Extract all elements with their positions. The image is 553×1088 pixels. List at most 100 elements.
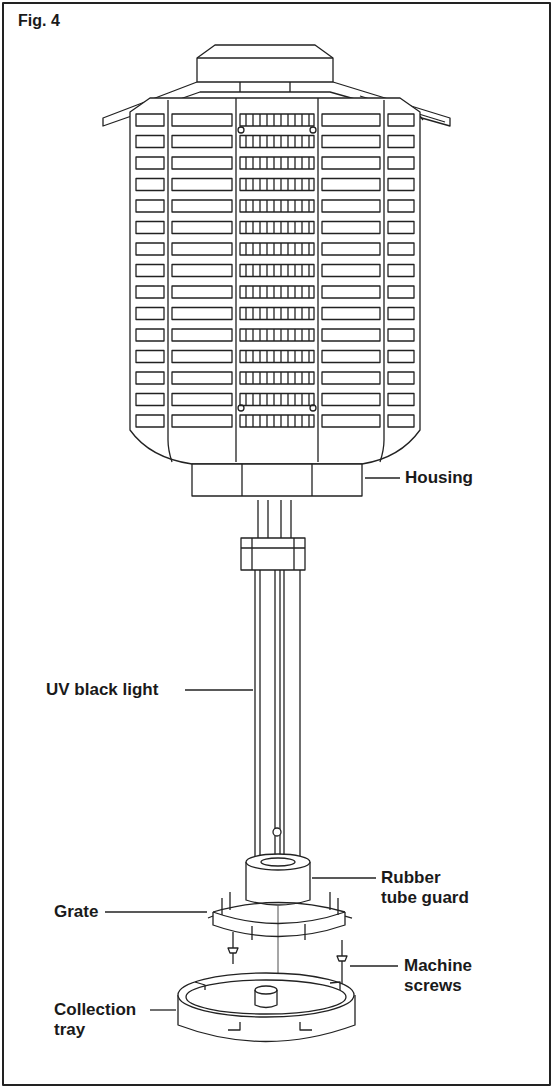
part-label: Machine screws bbox=[404, 956, 494, 996]
grille-bar bbox=[266, 351, 267, 363]
grille-bar bbox=[266, 265, 267, 277]
grille-slat bbox=[172, 351, 232, 363]
grille-bar bbox=[301, 415, 302, 427]
grille-bar bbox=[259, 114, 260, 126]
grille-bar bbox=[301, 222, 302, 234]
grille-slat bbox=[388, 308, 414, 320]
grille-bar bbox=[280, 179, 281, 191]
grille-bar bbox=[294, 351, 295, 363]
grille-bar bbox=[280, 415, 281, 427]
figure-title: Fig. 4 bbox=[18, 12, 60, 30]
grille-slat bbox=[388, 286, 414, 298]
grille-bar bbox=[280, 372, 281, 384]
grille-bar bbox=[245, 415, 246, 427]
grille-bar bbox=[294, 200, 295, 212]
housing-collar bbox=[192, 464, 362, 496]
grille-bar bbox=[308, 329, 309, 341]
roof bbox=[103, 45, 450, 126]
grille-bar bbox=[294, 265, 295, 277]
grille-bar bbox=[301, 394, 302, 406]
grille-bar bbox=[294, 136, 295, 148]
grille-bar bbox=[259, 265, 260, 277]
grille-bar bbox=[280, 136, 281, 148]
grille-slat bbox=[136, 286, 164, 298]
grille-bar bbox=[308, 200, 309, 212]
grille-bar bbox=[294, 415, 295, 427]
leader-line bbox=[365, 477, 400, 478]
grille-slat bbox=[388, 351, 414, 363]
grille-bar bbox=[245, 157, 246, 169]
grille-bar bbox=[259, 136, 260, 148]
grille-bar bbox=[266, 329, 267, 341]
grille-slat bbox=[388, 243, 414, 255]
leader-line bbox=[312, 877, 376, 878]
grille-bar bbox=[301, 114, 302, 126]
grille-slat bbox=[322, 351, 380, 363]
grille-bar bbox=[273, 222, 274, 234]
grille-bar bbox=[259, 200, 260, 212]
grille-bar bbox=[280, 114, 281, 126]
grille-bar bbox=[287, 351, 288, 363]
grille-bar bbox=[287, 308, 288, 320]
grille-bar bbox=[259, 329, 260, 341]
grille-bar bbox=[266, 200, 267, 212]
grille-bar bbox=[308, 136, 309, 148]
grille-slat bbox=[388, 394, 414, 406]
grille-bar bbox=[308, 157, 309, 169]
grille-bar bbox=[252, 222, 253, 234]
uv-black-light bbox=[241, 500, 305, 862]
grille-bar bbox=[301, 157, 302, 169]
part-label: UV black light bbox=[46, 680, 186, 700]
grille-bar bbox=[280, 308, 281, 320]
grille-slat bbox=[240, 265, 314, 277]
grille-slat bbox=[240, 179, 314, 191]
grille-bar bbox=[308, 351, 309, 363]
grille-slat bbox=[322, 114, 380, 126]
grille-slat bbox=[240, 394, 314, 406]
grille-slat bbox=[136, 136, 164, 148]
grille-bar bbox=[301, 243, 302, 255]
grille-slat bbox=[322, 222, 380, 234]
grille-bar bbox=[266, 415, 267, 427]
grille-bar bbox=[259, 179, 260, 191]
grille-bar bbox=[252, 329, 253, 341]
grille-slat bbox=[240, 286, 314, 298]
grille-slat bbox=[322, 243, 380, 255]
grille-slat bbox=[136, 243, 164, 255]
grille-slat bbox=[240, 136, 314, 148]
grille-slat bbox=[240, 157, 314, 169]
grille-slat bbox=[172, 265, 232, 277]
grille-bar bbox=[266, 222, 267, 234]
grille-bar bbox=[245, 200, 246, 212]
grille-bar bbox=[301, 265, 302, 277]
grille-slat bbox=[322, 308, 380, 320]
grille-slat bbox=[136, 157, 164, 169]
grille-slat bbox=[240, 308, 314, 320]
grille-slat bbox=[136, 351, 164, 363]
grille-bar bbox=[301, 329, 302, 341]
grille-bar bbox=[294, 114, 295, 126]
grille-slat bbox=[172, 286, 232, 298]
grille-bar bbox=[287, 179, 288, 191]
leader-line bbox=[350, 965, 398, 966]
grille-bar bbox=[245, 114, 246, 126]
grille-bar bbox=[287, 329, 288, 341]
grille-slat bbox=[240, 200, 314, 212]
grille-slat bbox=[322, 415, 380, 427]
grille-bar bbox=[245, 351, 246, 363]
grille-bar bbox=[294, 179, 295, 191]
grille-bar bbox=[266, 286, 267, 298]
grille-bar bbox=[308, 308, 309, 320]
grille-slat bbox=[388, 114, 414, 126]
grille-bar bbox=[245, 329, 246, 341]
grille-slat bbox=[240, 222, 314, 234]
grille-bar bbox=[245, 394, 246, 406]
grille-slat bbox=[388, 157, 414, 169]
grille-slat bbox=[240, 415, 314, 427]
grille-bar bbox=[245, 308, 246, 320]
grille-bar bbox=[280, 265, 281, 277]
grille-bar bbox=[259, 415, 260, 427]
grille-slat bbox=[322, 329, 380, 341]
rubber-tube-guard bbox=[246, 854, 310, 905]
